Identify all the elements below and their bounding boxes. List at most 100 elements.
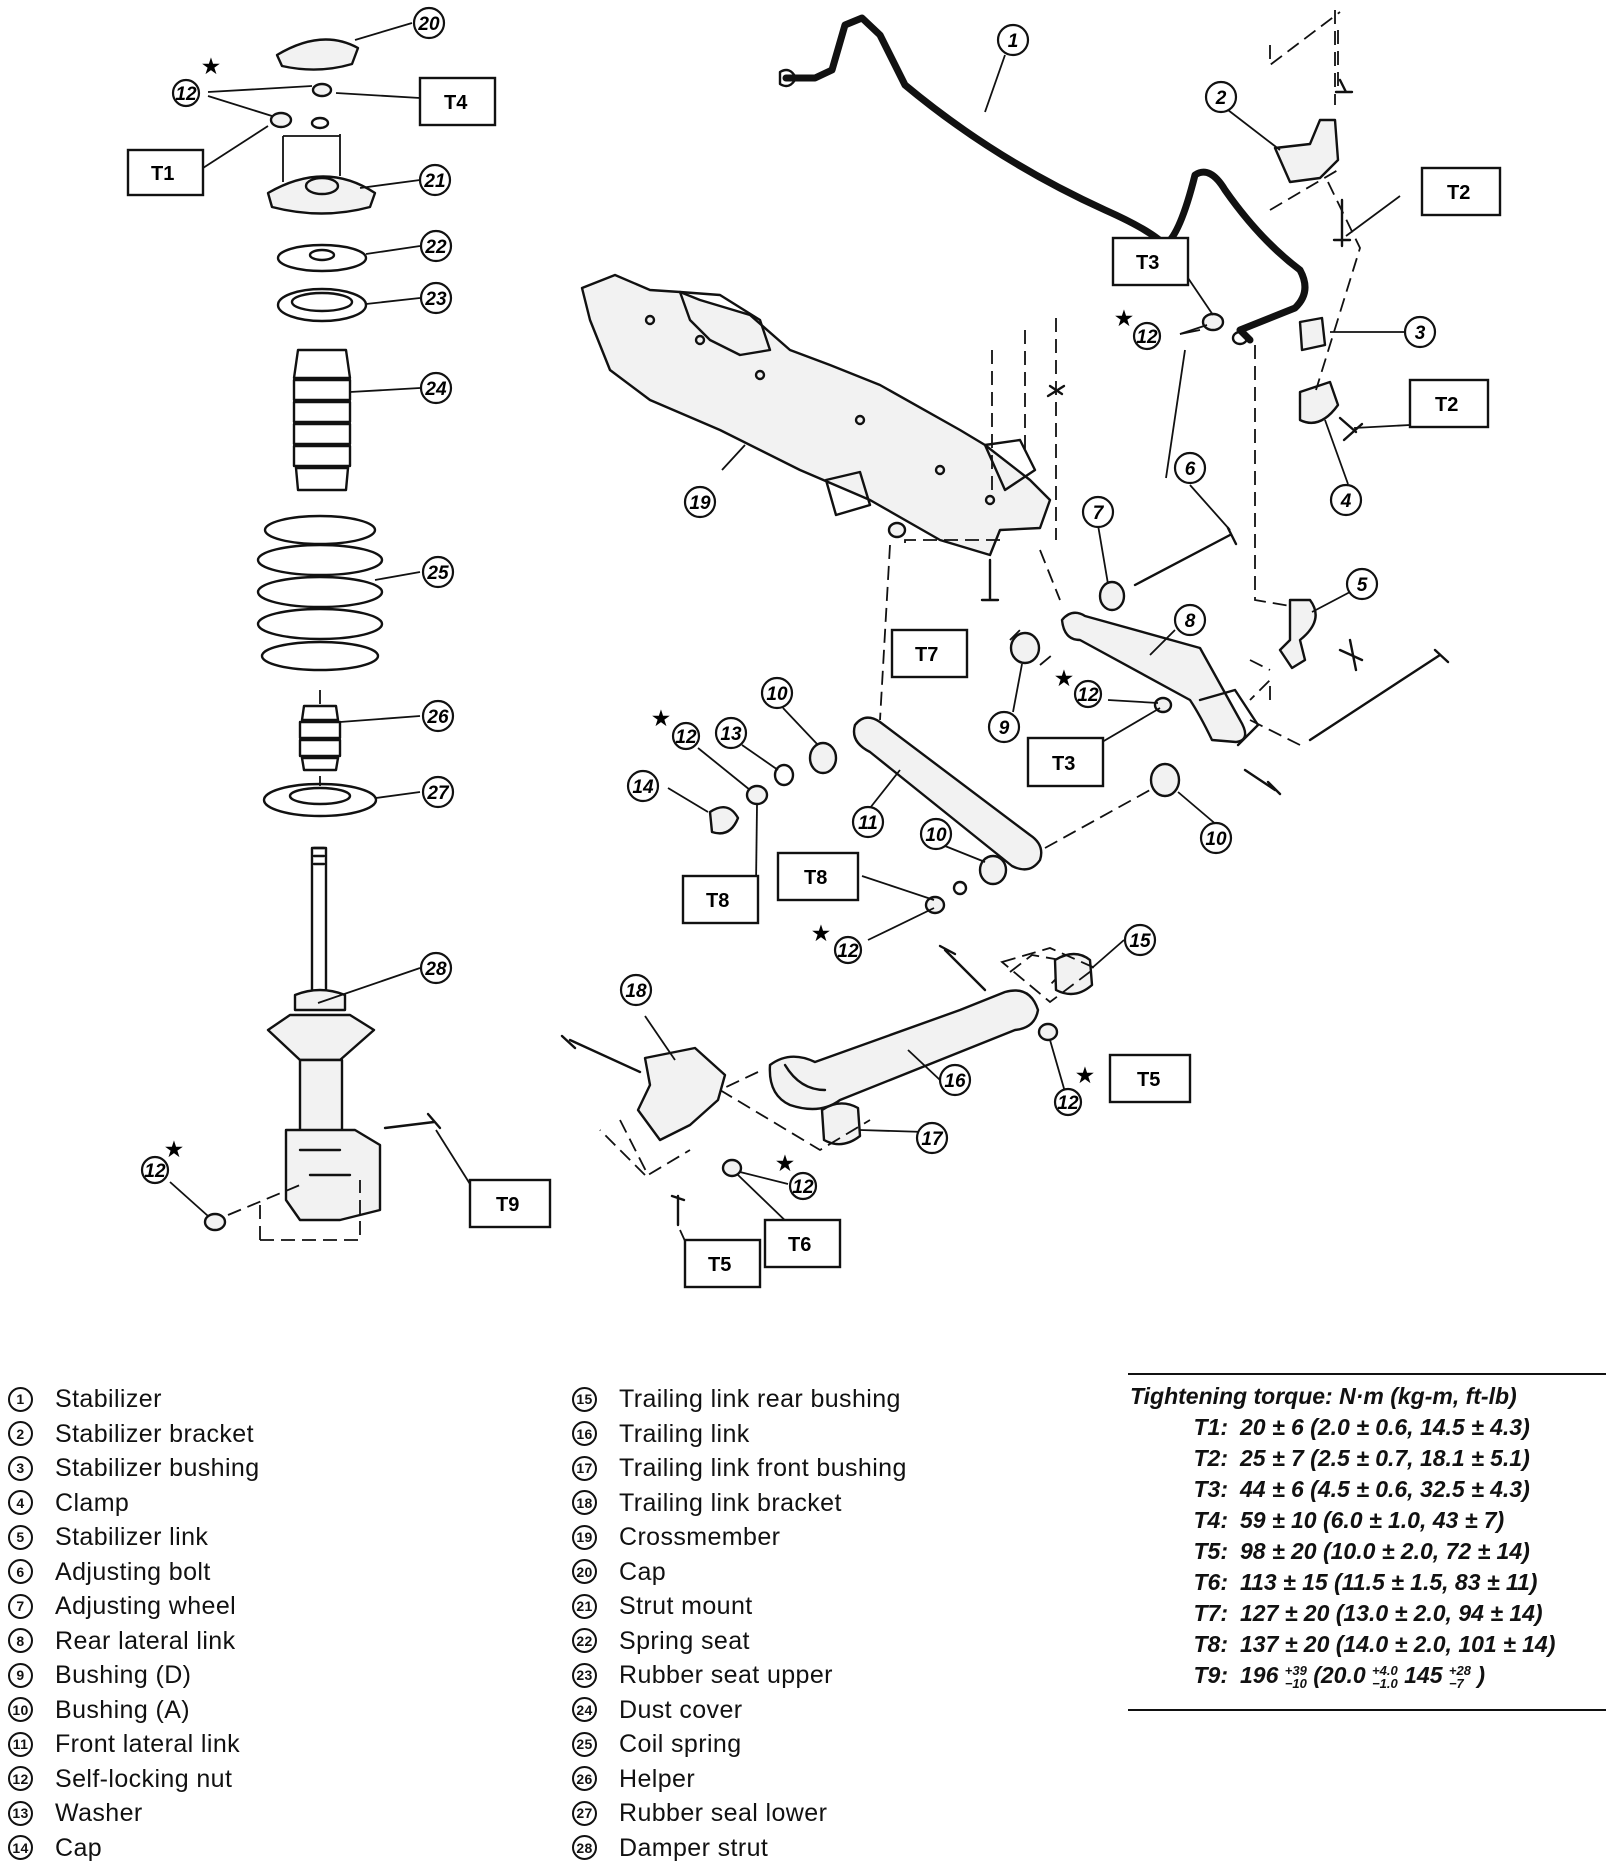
legend-number: 19 [572,1524,597,1550]
legend-label: Washer [55,1799,143,1827]
svg-text:18: 18 [625,981,647,1002]
callout-23: 23 [419,281,453,315]
legend-row: 11 Front lateral link [8,1727,260,1762]
callout-12: 12 [833,935,863,965]
torque-box-t2: T2 [1420,166,1502,217]
callout-21: 21 [418,163,452,197]
stabilizer-bar-part [782,14,1309,344]
t9-kgm-minus: −1.0 [1372,1675,1398,1691]
rear-lateral-link-part [1060,611,1247,744]
legend-number: 27 [572,1800,597,1826]
adjusting-bolt-part [1133,526,1238,587]
legend-row: 6 Adjusting bolt [8,1555,260,1590]
torque-boxes: T1 T4 T9 T3 T2 T2 T7 T3 T8 T8 T5 T6 T5 [126,76,1502,1289]
star-markers: ★ ★ ★ ★ ★ ★ ★ ★ [165,56,1133,1175]
strut-assembly [203,38,442,1241]
callout-12: 12 [171,78,201,108]
legend-label: Trailing link front bushing [619,1454,907,1482]
torque-box-t6: T6 [763,1218,842,1269]
nut-part [269,111,293,129]
callout-25: 25 [421,555,455,589]
star-marker: ★ [812,923,830,945]
legend-label: Front lateral link [55,1730,241,1758]
svg-text:16: 16 [944,1071,966,1092]
t9-ftlb: 145 [1404,1662,1443,1688]
legend-number: 3 [8,1455,33,1481]
nut-part [1201,312,1225,332]
stabilizer-and-links [560,10,1450,1227]
rubber-seat-upper-part [276,287,368,323]
star-marker: ★ [1055,668,1073,690]
legend-label: Adjusting bolt [55,1557,211,1586]
legend-label: Coil spring [619,1730,742,1758]
torque-value: 196 +39 −10 (20.0 +4.0 −1.0 145 +28 −7 ) [1240,1660,1485,1691]
washer-part [773,763,795,787]
legend-number: 11 [8,1731,33,1757]
callout-13: 13 [714,716,748,750]
svg-text:17: 17 [921,1129,944,1150]
torque-key: T6: [1193,1569,1229,1595]
legend-label: Rubber seal lower [619,1799,828,1827]
legend-row: 27 Rubber seal lower [572,1796,907,1831]
legend-number: 9 [8,1662,33,1688]
legend-label: Clamp [55,1488,130,1517]
legend-label: Bushing (A) [55,1695,191,1724]
legend-number: 6 [8,1559,33,1585]
legend-row: 9 Bushing (D) [8,1658,260,1693]
trailing-link-bracket-part [636,1046,727,1142]
svg-text:5: 5 [1357,575,1368,596]
svg-text:T3: T3 [1052,753,1075,775]
legend-label: Cap [55,1833,103,1862]
torque-value: 44 ± 6 (4.5 ± 0.6, 32.5 ± 4.3) [1240,1476,1530,1502]
svg-text:T5: T5 [708,1254,731,1276]
t9-kgm-plus: +4.0 [1372,1662,1398,1678]
callout-10: 10 [1199,821,1233,855]
svg-text:12: 12 [792,1177,814,1198]
legend-number: 25 [572,1731,597,1757]
svg-text:22: 22 [424,237,447,258]
legend-number: 5 [8,1524,33,1550]
star-marker: ★ [652,708,670,730]
svg-text:2: 2 [1215,88,1227,109]
stabilizer-bracket-part [1273,118,1340,184]
front-lateral-link-part [852,716,1043,871]
callout-8: 8 [1173,603,1207,637]
svg-text:T5: T5 [1137,1069,1160,1091]
torque-key: T1: [1193,1414,1229,1440]
legend-label: Dust cover [619,1695,743,1724]
torque-row: T5: 98 ± 20 (10.0 ± 2.0, 72 ± 14) [1128,1536,1606,1567]
svg-text:12: 12 [837,941,859,962]
torque-box-t3: T3 [1026,736,1105,788]
torque-box-t8: T8 [681,874,760,925]
legend-label: Stabilizer [55,1385,162,1413]
callout-20: 20 [412,6,446,40]
svg-text:T4: T4 [444,92,468,114]
bushing-a-part [808,741,838,775]
torque-key: T5: [1193,1538,1229,1564]
t9-ftlb-minus: −7 [1448,1675,1464,1691]
legend-number: 20 [572,1559,597,1585]
legend-number: 13 [8,1800,33,1826]
svg-text:12: 12 [675,727,697,748]
legend-label: Spring seat [619,1626,750,1655]
callout-26: 26 [421,699,455,733]
callout-1: 1 [996,23,1030,57]
svg-text:21: 21 [423,171,445,192]
torque-value: 98 ± 20 (10.0 ± 2.0, 72 ± 14) [1240,1538,1530,1564]
svg-text:T7: T7 [915,644,938,666]
legend-label: Bushing (D) [55,1661,192,1689]
torque-box-t3: T3 [1111,236,1190,287]
svg-text:6: 6 [1185,459,1196,480]
torque-key: T7: [1193,1600,1229,1626]
torque-box-t2: T2 [1408,378,1490,429]
svg-text:12: 12 [144,1161,166,1182]
coil-spring-part [256,514,384,672]
